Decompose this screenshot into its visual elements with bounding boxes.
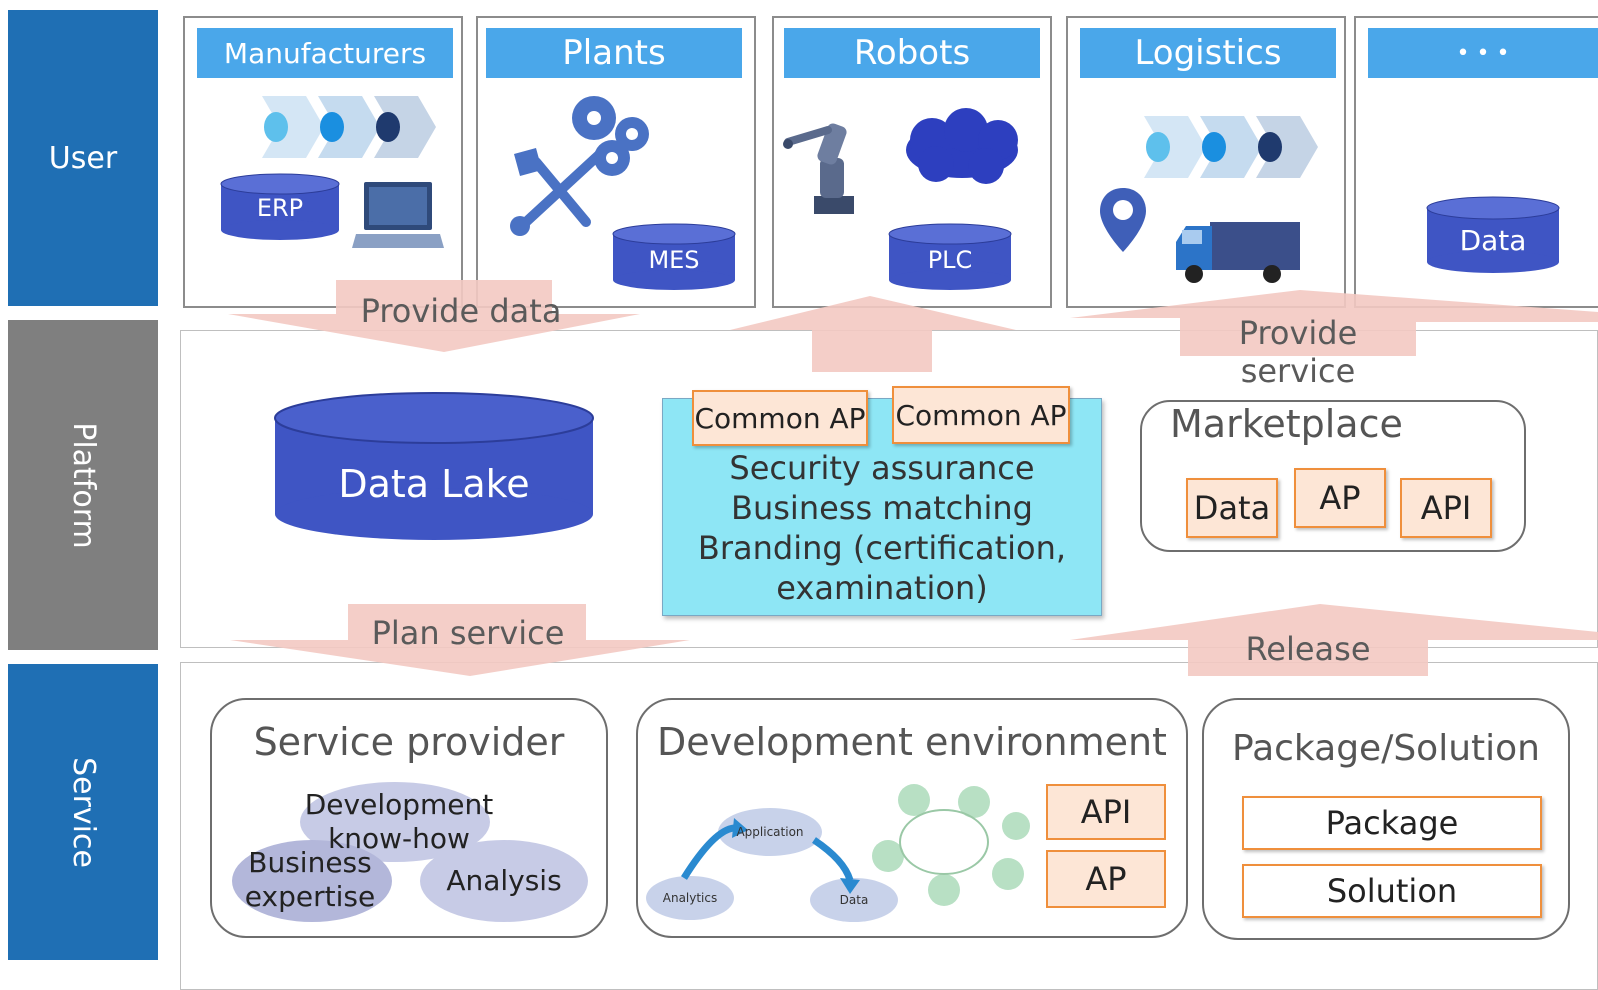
release-arrow — [1070, 604, 1598, 676]
marketplace-api-label: API — [1420, 489, 1472, 527]
ellipse-analysis — [420, 840, 588, 922]
more-title: • • • — [1456, 40, 1510, 66]
marketplace-api-box: API — [1400, 478, 1492, 538]
process-flow-icon-logistics — [1144, 116, 1318, 178]
marketplace-data-box: Data — [1186, 478, 1278, 538]
app-node-label: Application — [736, 825, 803, 839]
erp-label: ERP — [256, 194, 304, 222]
function-matching: Business matching — [731, 489, 1033, 527]
function-branding: Branding (certification, — [697, 529, 1067, 567]
know-how-label: Development know-how — [304, 788, 494, 855]
platform-functions-list: Security assurance Business matching Bra… — [664, 448, 1100, 608]
package-label: Package — [1325, 804, 1459, 842]
banner-manufacturers: Manufacturers — [197, 28, 453, 78]
process-flow-icon — [262, 96, 436, 158]
dev-api-box: API — [1046, 784, 1166, 840]
solution-label: Solution — [1326, 872, 1458, 910]
ellipse-business — [232, 840, 392, 922]
mes-label: MES — [648, 246, 700, 274]
cloud-icon — [906, 108, 1018, 184]
provide-service-arrow — [1070, 290, 1598, 356]
package-solution-title: Package/Solution — [1231, 728, 1540, 769]
data-node-label: Data — [840, 893, 869, 907]
provide-service-line1: Provide — [1238, 314, 1358, 352]
mes-database-icon — [612, 223, 736, 290]
robots-title: Robots — [853, 33, 971, 73]
banner-more: • • • — [1368, 28, 1598, 78]
plants-title: Plants — [562, 33, 666, 73]
provide-data-label: Provide data — [360, 292, 562, 330]
banner-robots: Robots — [784, 28, 1040, 78]
plc-label: PLC — [927, 246, 973, 274]
user-layer-label: User — [8, 10, 158, 306]
provide-service-label: Provide service — [1180, 314, 1416, 390]
marketplace-title: Marketplace — [1170, 402, 1403, 446]
dev-cycle-diagram: Application Analytics Data — [646, 784, 1030, 922]
marketplace-ap-label: AP — [1319, 479, 1361, 517]
analytics-node-label: Analytics — [663, 891, 718, 905]
erp-database-icon — [220, 173, 340, 240]
service-provider-title: Service provider — [253, 720, 565, 764]
function-examination: examination) — [776, 569, 988, 607]
package-item: Package — [1242, 796, 1542, 850]
banner-plants: Plants — [486, 28, 742, 78]
analysis-label: Analysis — [446, 864, 562, 897]
provide-data-arrow — [228, 280, 640, 352]
dev-ap-box: AP — [1046, 850, 1166, 908]
data-lake-label: Data Lake — [338, 462, 530, 506]
plc-database-icon — [888, 223, 1012, 290]
platform-layer-label: Platform — [8, 320, 158, 650]
development-environment-title: Development environment — [657, 720, 1167, 764]
marketplace-data-label: Data — [1193, 489, 1271, 527]
common-ap-box-1: Common AP — [692, 390, 868, 446]
data-lake-icon — [274, 392, 594, 540]
solution-item: Solution — [1242, 864, 1542, 918]
marketplace-ap-box: AP — [1294, 468, 1386, 528]
map-pin-icon — [1100, 188, 1146, 252]
provide-service-line2: service — [1240, 352, 1356, 390]
data-label: Data — [1459, 224, 1527, 257]
dev-api-label: API — [1080, 793, 1132, 831]
plan-service-arrow — [230, 604, 690, 676]
laptop-icon — [352, 182, 444, 248]
business-expertise-label: Business expertise — [244, 846, 376, 913]
common-ap-label-2: Common AP — [895, 398, 1067, 432]
logistics-title: Logistics — [1134, 33, 1282, 73]
dev-ap-label: AP — [1085, 860, 1127, 898]
gears-wrench-icon — [510, 96, 649, 236]
plan-service-label: Plan service — [371, 614, 565, 652]
common-ap-label-1: Common AP — [694, 401, 866, 435]
banner-logistics: Logistics — [1080, 28, 1336, 78]
provide-service-up-arrow — [730, 296, 1016, 372]
data-database-icon — [1426, 196, 1560, 273]
manufacturers-title: Manufacturers — [223, 36, 427, 70]
release-label: Release — [1245, 630, 1371, 668]
common-ap-box-2: Common AP — [892, 386, 1070, 444]
robot-arm-icon — [783, 123, 854, 214]
service-layer-label: Service — [8, 664, 158, 960]
user-label: User — [48, 140, 118, 176]
truck-icon — [1176, 222, 1300, 283]
function-security: Security assurance — [729, 449, 1035, 487]
